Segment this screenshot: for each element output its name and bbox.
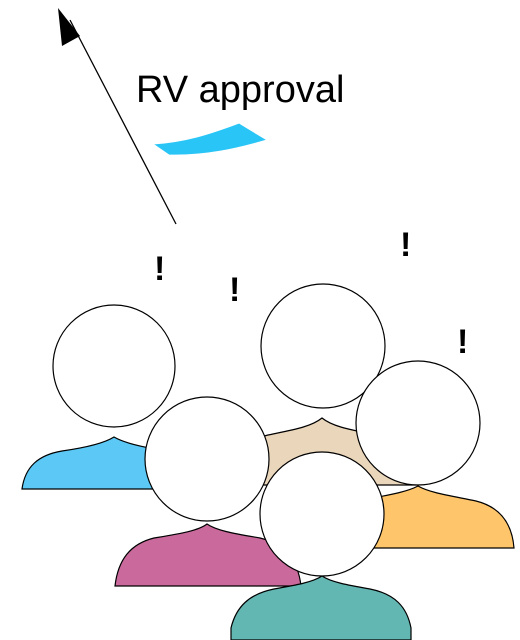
person-teal: [230, 451, 412, 640]
exclamation-mark-2: !: [229, 271, 240, 309]
person-beige-head: [260, 283, 386, 409]
person-orange-head: [355, 360, 481, 486]
blue-flag-icon: [151, 122, 269, 156]
person-blue-head: [52, 304, 176, 428]
exclamation-mark-3: !: [400, 226, 411, 264]
person-purple-head: [144, 396, 270, 522]
person-teal-head: [259, 451, 385, 577]
person-purple: [114, 396, 302, 587]
arrowhead-icon: [58, 8, 80, 46]
rv-approval-label: RV approval: [136, 69, 344, 111]
exclamation-mark-4: !: [457, 323, 468, 361]
approval-direction-arrow: [69, 19, 177, 225]
exclamation-mark-1: !: [154, 250, 165, 288]
